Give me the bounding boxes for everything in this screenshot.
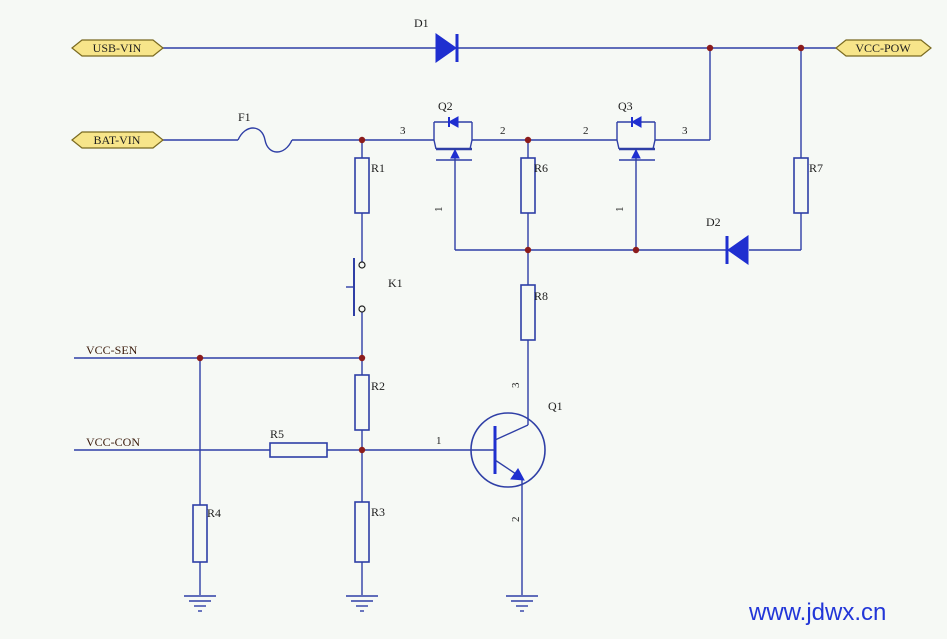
pin-q3-2: 2 xyxy=(583,125,589,137)
watermark: www.jdwx.cn xyxy=(748,599,886,626)
svg-text:VCC-POW: VCC-POW xyxy=(855,41,911,55)
svg-text:BAT-VIN: BAT-VIN xyxy=(94,133,141,147)
diode-d1 xyxy=(435,33,459,63)
label-d1: D1 xyxy=(414,16,429,30)
port-usb-vin: USB-VIN xyxy=(71,39,164,57)
port-bat-vin: BAT-VIN xyxy=(71,131,164,149)
pin-q1-3: 3 xyxy=(510,382,522,388)
resistor-r3 xyxy=(354,501,370,563)
ground-icon xyxy=(346,595,378,612)
pin-q3-1: 1 xyxy=(614,207,626,213)
resistor-r8 xyxy=(520,284,536,341)
label-r7: R7 xyxy=(809,161,823,175)
label-r5: R5 xyxy=(270,427,284,441)
label-q1: Q1 xyxy=(548,399,563,413)
label-r4: R4 xyxy=(207,506,221,520)
pin-q1-2: 2 xyxy=(510,517,522,523)
label-r2: R2 xyxy=(371,379,385,393)
resistor-r2 xyxy=(354,374,370,431)
label-r1: R1 xyxy=(371,161,385,175)
ground-icon xyxy=(184,595,216,612)
resistor-r6 xyxy=(520,157,536,214)
label-r6: R6 xyxy=(534,161,548,175)
pin-q2-2: 2 xyxy=(500,125,506,137)
junctions xyxy=(196,44,805,454)
label-f1: F1 xyxy=(238,110,251,124)
resistor-r4 xyxy=(192,504,208,563)
diode-d2 xyxy=(725,235,749,265)
switch-k1 xyxy=(346,258,366,316)
resistor-r1 xyxy=(354,157,370,214)
net-label-vcc-sen: VCC-SEN xyxy=(86,343,138,357)
label-q3: Q3 xyxy=(618,99,633,113)
resistor-r5 xyxy=(269,442,328,458)
label-q2: Q2 xyxy=(438,99,453,113)
svg-text:USB-VIN: USB-VIN xyxy=(93,41,142,55)
pin-q3-3: 3 xyxy=(682,125,688,137)
label-k1: K1 xyxy=(388,276,403,290)
label-r8: R8 xyxy=(534,289,548,303)
resistor-r7 xyxy=(793,157,809,214)
port-vcc-pow: VCC-POW xyxy=(835,39,932,57)
pin-q1-1: 1 xyxy=(436,435,442,447)
label-d2: D2 xyxy=(706,215,721,229)
fuse-f1 xyxy=(237,127,293,153)
wires xyxy=(74,47,836,595)
label-r3: R3 xyxy=(371,505,385,519)
transistor-q1 xyxy=(470,412,546,488)
net-label-vcc-con: VCC-CON xyxy=(86,435,140,449)
ground-icon xyxy=(506,595,538,612)
mosfet-q3 xyxy=(616,116,656,161)
pin-q2-1: 1 xyxy=(433,207,445,213)
mosfet-q2 xyxy=(433,116,473,161)
pin-q2-3: 3 xyxy=(400,125,406,137)
